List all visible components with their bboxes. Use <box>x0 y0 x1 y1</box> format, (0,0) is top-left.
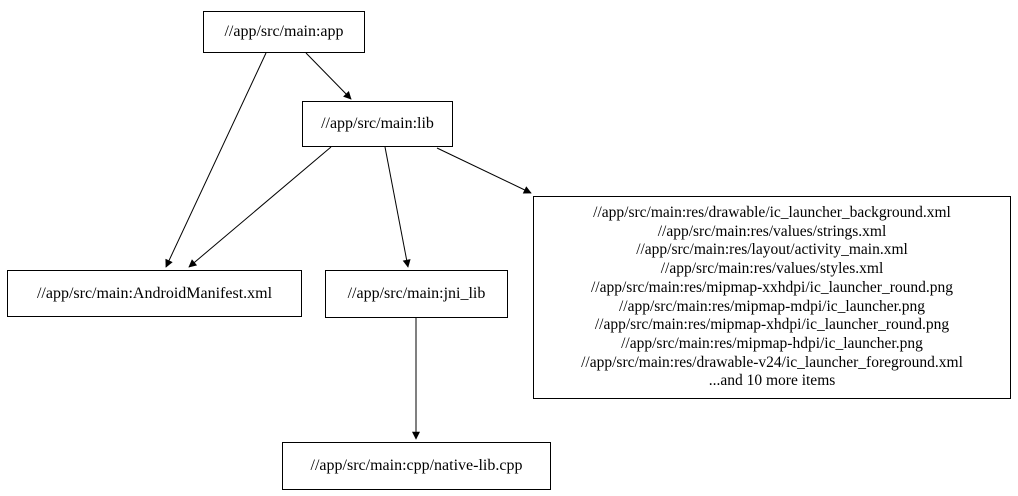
edge-lib-to-res <box>436 147 532 194</box>
node-native-lib-cpp: //app/src/main:cpp/native-lib.cpp <box>282 442 551 490</box>
res-file-line: //app/src/main:res/drawable/ic_launcher_… <box>593 203 951 221</box>
node-lib-target: //app/src/main:lib <box>302 101 453 147</box>
edge-app-to-manifest <box>165 52 267 268</box>
node-app-target: //app/src/main:app <box>203 11 365 53</box>
res-file-line: //app/src/main:res/mipmap-hdpi/ic_launch… <box>621 334 923 352</box>
res-file-line: //app/src/main:res/mipmap-xhdpi/ic_launc… <box>594 316 950 334</box>
node-android-manifest: //app/src/main:AndroidManifest.xml <box>7 270 302 317</box>
res-file-line: //app/src/main:res/values/styles.xml <box>660 260 884 278</box>
res-file-line: //app/src/main:res/values/strings.xml <box>657 222 887 240</box>
node-res-files-group: //app/src/main:res/drawable/ic_launcher_… <box>533 196 1011 399</box>
edge-lib-to-manifest <box>188 146 332 268</box>
node-jni-lib-target: //app/src/main:jni_lib <box>325 270 508 318</box>
res-file-line: //app/src/main:res/mipmap-mdpi/ic_launch… <box>618 297 926 315</box>
edge-app-to-lib <box>305 52 352 100</box>
edge-lib-to-jni-lib <box>384 146 411 268</box>
res-file-line: //app/src/main:res/mipmap-xxhdpi/ic_laun… <box>590 278 953 296</box>
res-more-items-line: ...and 10 more items <box>708 372 836 390</box>
res-file-line: //app/src/main:res/layout/activity_main.… <box>636 241 908 259</box>
res-file-line: //app/src/main:res/drawable-v24/ic_launc… <box>581 353 963 371</box>
